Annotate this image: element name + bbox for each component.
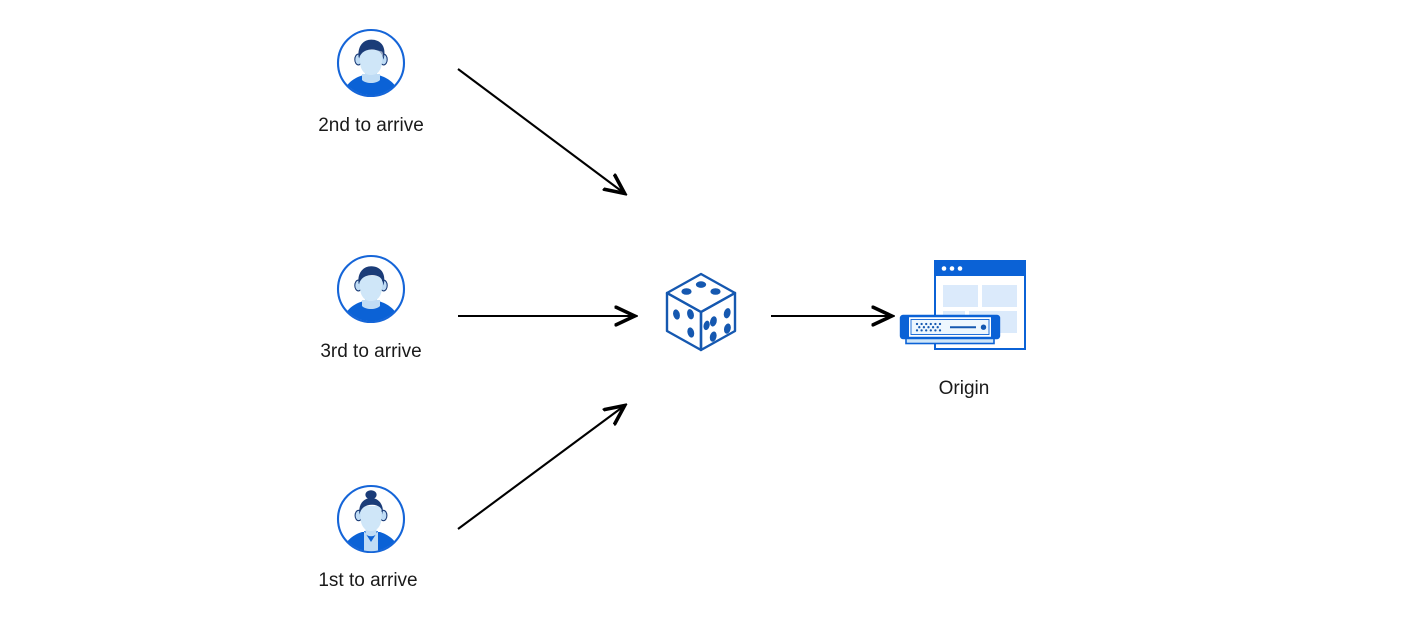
- user-avatar-long-hair-icon: [336, 484, 406, 554]
- label-visitor-3rd: 3rd to arrive: [320, 341, 422, 362]
- node-visitor-3rd[interactable]: [336, 254, 406, 324]
- arrow-1st-to-dice: [457, 406, 624, 530]
- label-visitor-1st: 1st to arrive: [318, 570, 418, 591]
- node-visitor-1st[interactable]: [336, 484, 406, 554]
- origin-server-icon: [899, 260, 1026, 350]
- server-device-icon: [899, 314, 1001, 345]
- dice-icon: [665, 272, 737, 352]
- node-origin[interactable]: [898, 258, 1028, 364]
- label-visitor-2nd: 2nd to arrive: [318, 115, 424, 136]
- node-randomizer[interactable]: [661, 270, 741, 356]
- node-visitor-2nd[interactable]: [336, 28, 406, 98]
- label-origin: Origin: [938, 378, 990, 399]
- user-avatar-icon: [336, 28, 406, 98]
- user-avatar-icon: [336, 254, 406, 324]
